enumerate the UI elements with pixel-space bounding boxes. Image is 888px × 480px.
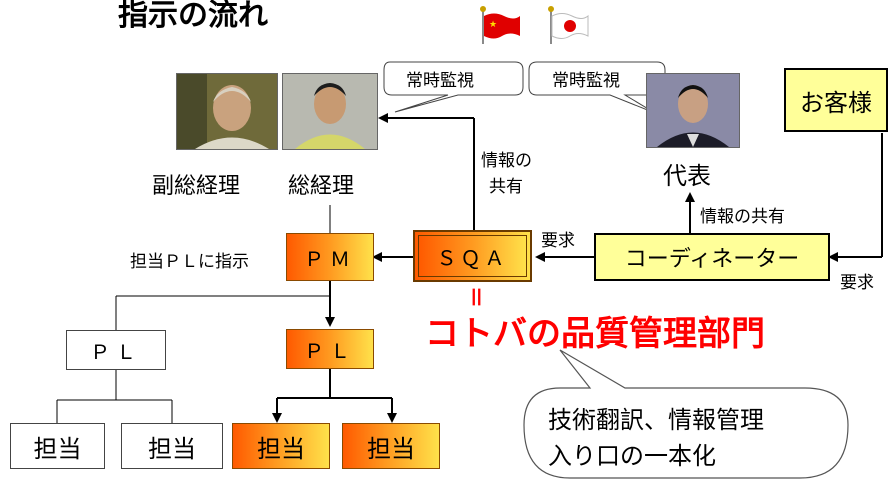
coordinator-box: コーディネーター — [594, 233, 830, 281]
tanto-box-2: 担当 — [121, 423, 223, 469]
page-title: 指示の流れ — [118, 0, 268, 33]
tanto-box-3: 担当 — [232, 423, 330, 469]
tanto-box-4: 担当 — [342, 423, 440, 469]
gm-photo — [282, 73, 378, 150]
callout-bubble-right — [528, 61, 666, 114]
sqa-box-inner: ＳＱＡ — [418, 235, 527, 277]
bottom-callout-line1: 技術翻訳、情報管理 — [548, 406, 764, 434]
gm-name: 総経理 — [288, 174, 355, 199]
pm-box: ＰＭ — [286, 233, 374, 281]
monitor-label-right: 常時監視 — [552, 71, 620, 91]
vice-gm-name: 副総経理 — [152, 174, 241, 199]
pl-box-left: ＰＬ — [66, 330, 166, 370]
info-share-horizontal: 情報の共有 — [700, 207, 785, 227]
japan-flag-icon — [546, 6, 590, 46]
rep-photo — [646, 73, 740, 148]
sqa-box: ＳＱＡ — [413, 230, 532, 282]
equals-sign: ＝ — [462, 285, 488, 309]
callout-bubble-bottom — [523, 349, 849, 479]
monitor-label-left: 常時監視 — [406, 71, 474, 91]
request-label-customer: 要求 — [840, 273, 874, 293]
info-share-vertical-line2: 共有 — [489, 177, 523, 197]
tanto-box-1: 担当 — [10, 423, 105, 469]
china-flag-icon: ★ — [478, 6, 522, 46]
callout-bubble-left — [383, 61, 524, 113]
department-label: コトバの品質管理部門 — [425, 314, 765, 354]
instruct-label: 担当ＰＬに指示 — [130, 252, 249, 272]
rep-name: 代表 — [663, 162, 711, 190]
bottom-callout-line2: 入り口の一本化 — [548, 442, 716, 470]
svg-text:★: ★ — [489, 20, 497, 30]
request-label-sqa: 要求 — [541, 231, 575, 251]
vice-gm-photo — [176, 73, 278, 150]
customer-box: お客様 — [784, 68, 888, 132]
pl-box-right: ＰＬ — [286, 329, 374, 369]
info-share-vertical-line1: 情報の — [481, 151, 532, 171]
